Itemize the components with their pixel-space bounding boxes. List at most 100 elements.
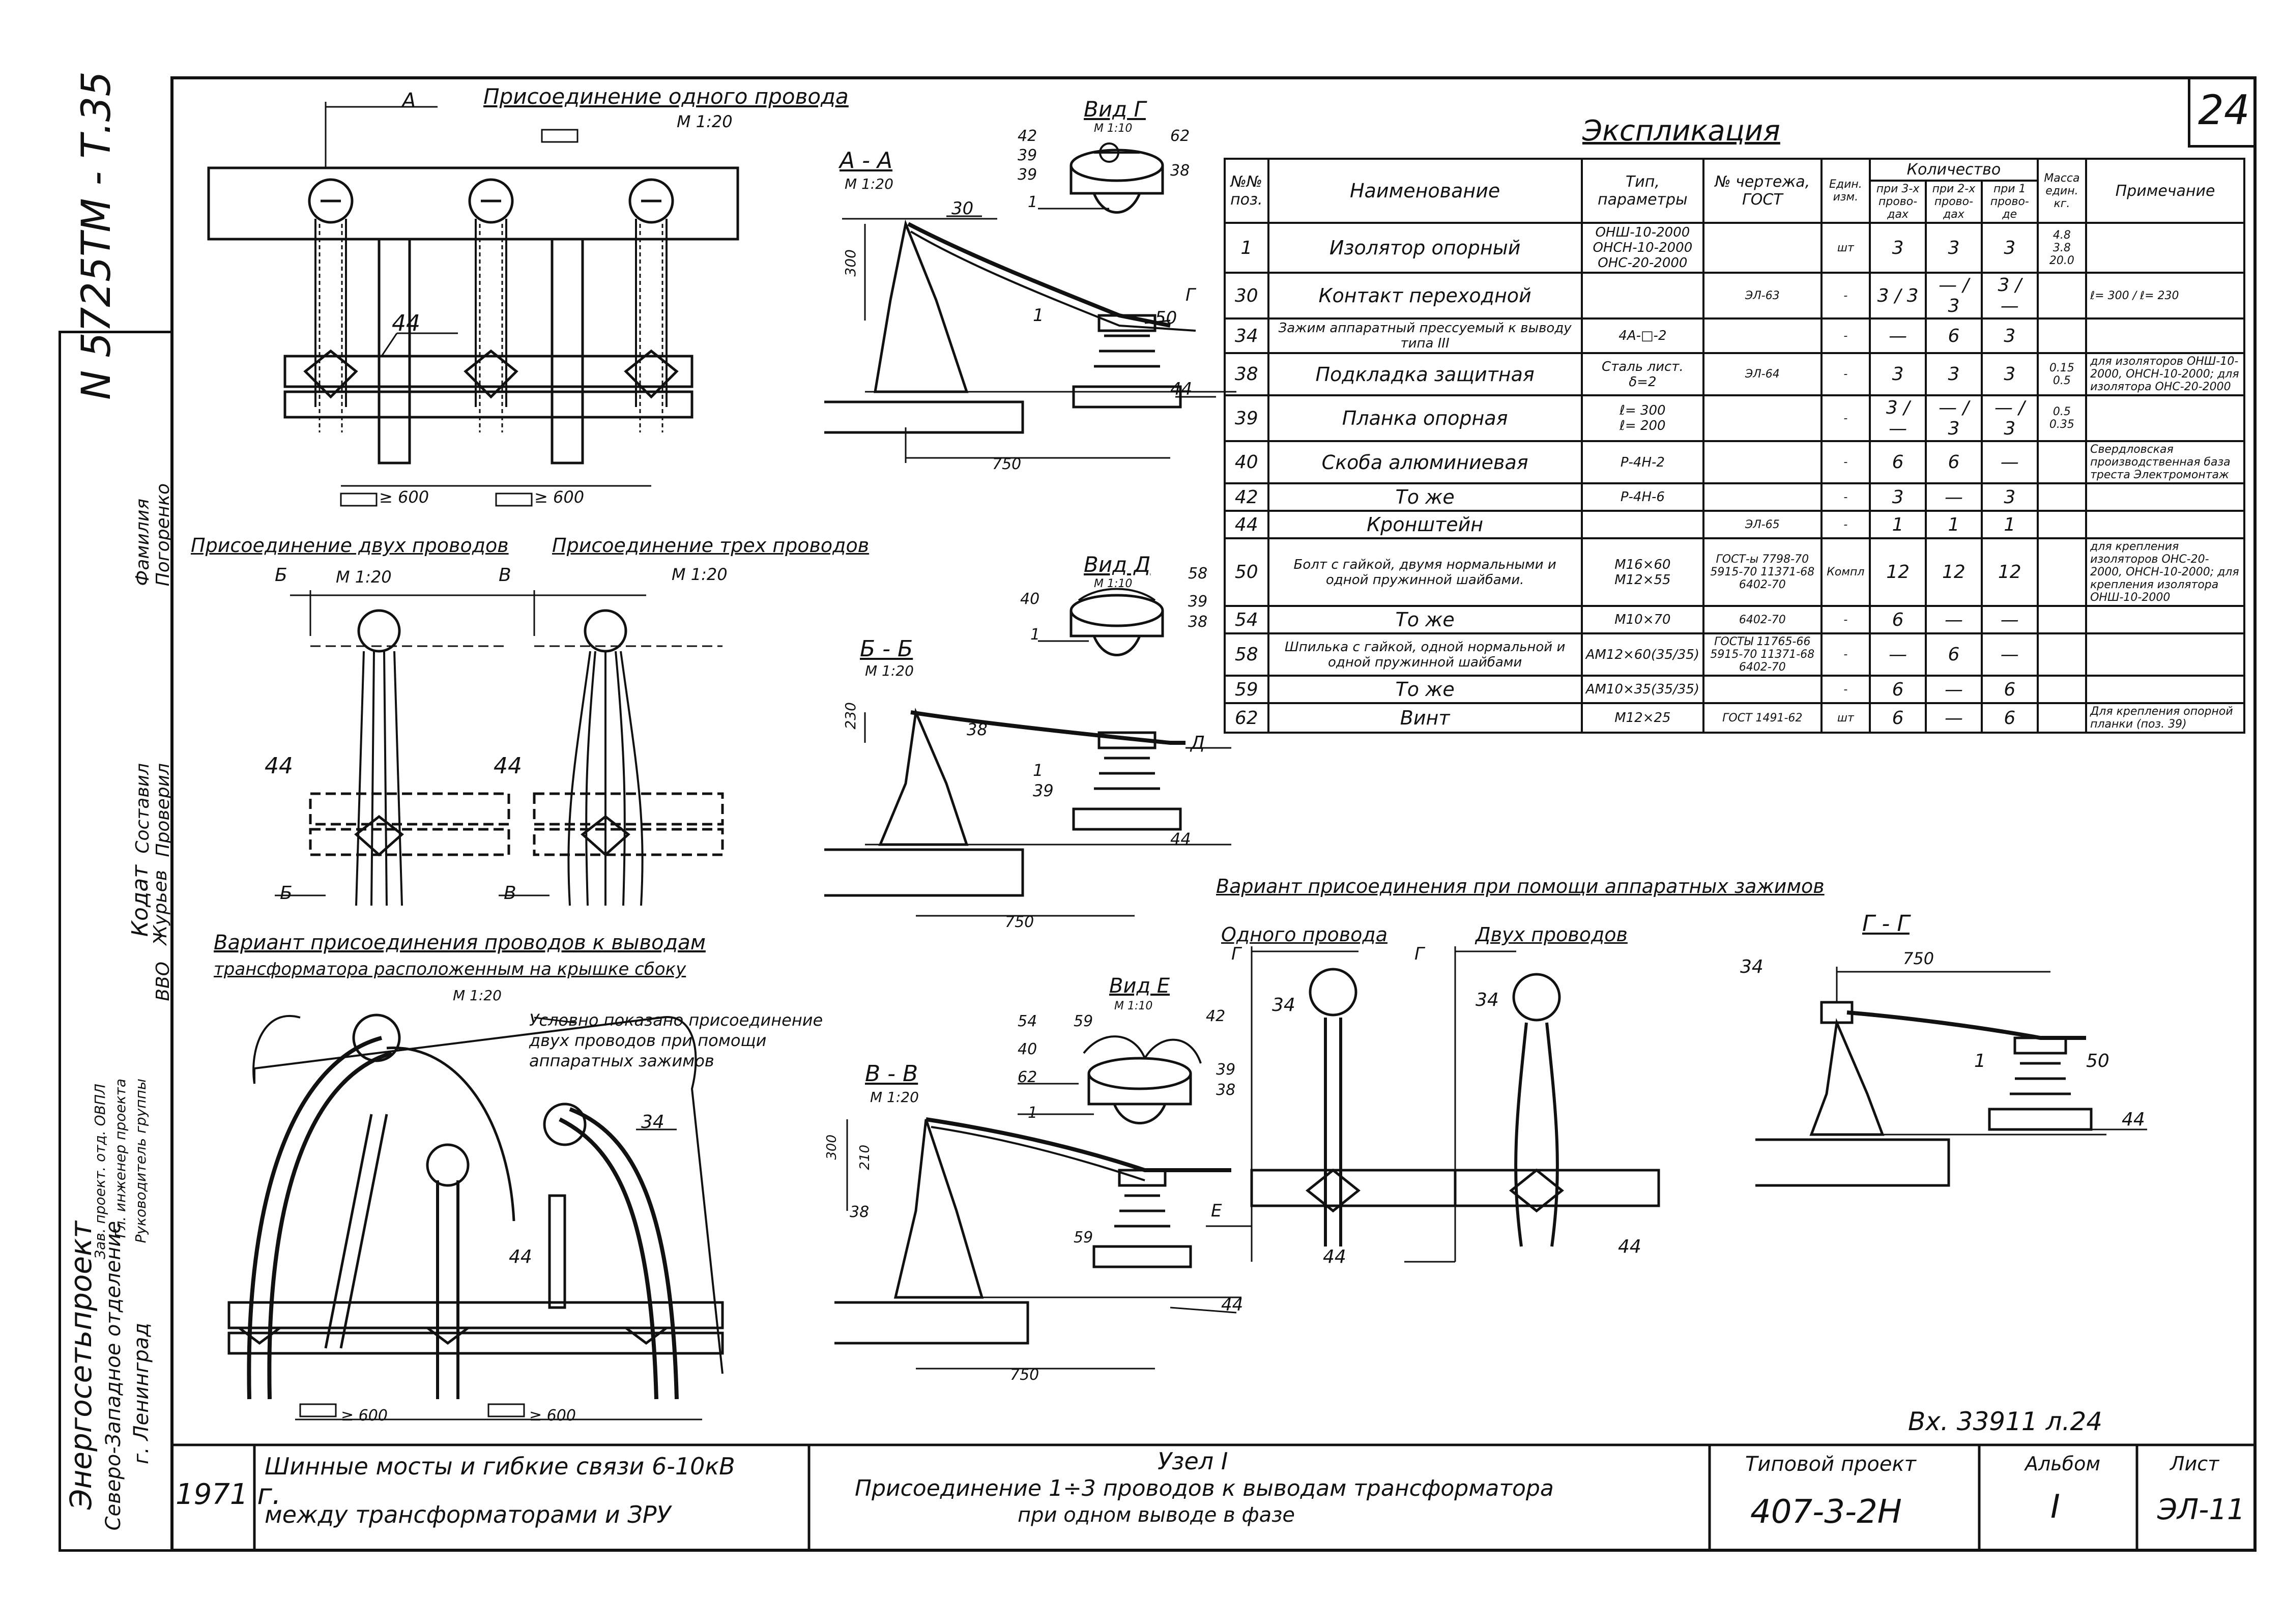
cell-drawing: ЭЛ-64 — [1702, 352, 1823, 396]
view-g-callout-39a: 39 — [1018, 147, 1037, 164]
section-vv-dim-750: 750 — [1010, 1366, 1039, 1384]
section-vv-dim-300: 300 — [824, 1135, 840, 1160]
cell-pos: 1 — [1224, 222, 1269, 274]
th-qty-2: при 2-х прово-дах — [1925, 180, 1983, 224]
cell-q1: 3 — [1980, 317, 2039, 354]
view-d-callout-38: 38 — [1188, 613, 1208, 631]
cell-q1: 3 — [1980, 482, 2039, 512]
typical-project: 407-3-2Н — [1750, 1493, 1902, 1531]
cell-type — [1580, 510, 1705, 539]
cell-q2: — — [1925, 702, 1983, 734]
cell-note: для изоляторов ОНШ-10-2000, ОНСН-10-2000… — [2085, 352, 2245, 396]
cell-mass — [2036, 605, 2088, 634]
view-e-callout-1: 1 — [1028, 1104, 1038, 1122]
cell-q1: 12 — [1980, 537, 2039, 607]
cell-note: ℓ= 300 / ℓ= 230 — [2085, 272, 2245, 320]
cell-type: Р-4Н-6 — [1580, 482, 1705, 512]
cell-drawing: ГОСТЫ 11765-66 5915-70 11371-68 6402-70 — [1702, 632, 1823, 677]
view-d-callout-58: 58 — [1188, 565, 1208, 583]
cell-unit: - — [1820, 440, 1871, 484]
cell-mass — [2036, 272, 2088, 320]
cell-pos: 38 — [1224, 352, 1269, 396]
left-strip — [59, 331, 173, 1552]
side-variant-title: Вариант присоединения проводов к выводам — [214, 931, 706, 954]
cell-type: АМ10×35(35/35) — [1580, 675, 1705, 704]
cell-q1: — — [1980, 440, 2039, 484]
cell-mass-line: 3.8 — [2052, 241, 2071, 254]
side-variant-subtitle: трансформатора расположенным на крышке с… — [214, 959, 686, 979]
th-qty-1: при 1 прово-де — [1980, 180, 2039, 224]
cell-unit: - — [1820, 394, 1871, 442]
cell-type-line: ℓ= 300 — [1620, 403, 1666, 418]
one-wire-title: Присоединение одного провода — [483, 84, 849, 109]
one-wire-callout: 44 — [392, 310, 420, 336]
cell-drawing: ГОСТ-ы 7798-70 5915-70 11371-68 6402-70 — [1702, 537, 1823, 607]
cell-type-line: ОНСН-10-2000 — [1593, 240, 1693, 255]
cell-q1: 6 — [1980, 702, 2039, 734]
cell-mass-line: 0.15 — [2049, 361, 2074, 374]
cell-pos: 58 — [1224, 632, 1269, 677]
cell-unit: - — [1820, 675, 1871, 704]
cell-unit: - — [1820, 482, 1871, 512]
section-aa-mark: Г — [1186, 285, 1195, 305]
two-wires-mark-top: Б — [275, 565, 287, 586]
project-name-1: Шинные мосты и гибкие связи 6-10кВ — [265, 1453, 735, 1480]
clamp-one-wire: Одного провода — [1221, 923, 1387, 946]
section-bb-mark: Д — [1191, 733, 1205, 753]
view-e-title: Вид Е — [1109, 974, 1170, 998]
view-e-drawing — [1018, 1035, 1202, 1124]
sheet-number-box — [2188, 76, 2257, 148]
cell-name: То же — [1267, 605, 1583, 634]
album: I — [2050, 1488, 2060, 1526]
view-g-drawing — [1038, 142, 1164, 214]
cell-mass — [2036, 317, 2088, 354]
section-aa-dim-300: 300 — [842, 249, 859, 277]
cell-type-line: М12×25 — [1614, 710, 1671, 726]
clamp-variant-title: Вариант присоединения при помощи аппарат… — [1216, 875, 1825, 897]
one-wire-mark: А — [402, 89, 416, 112]
cell-pos: 34 — [1224, 317, 1269, 354]
section-aa-title: А - А — [840, 148, 893, 173]
cell-mass-line: 0.35 — [2049, 418, 2074, 431]
clamp-mark-3: Е — [1211, 1201, 1222, 1221]
clamp-variant-drawing — [1206, 946, 1660, 1263]
cell-type: М10×70 — [1580, 605, 1705, 634]
section-vv-callout-59: 59 — [1074, 1229, 1093, 1246]
cell-unit: - — [1820, 352, 1871, 396]
cell-mass-line: 4.8 — [2052, 228, 2071, 242]
cell-type-line: δ=2 — [1629, 374, 1657, 390]
section-gg-callout-1: 1 — [1974, 1051, 1986, 1071]
section-vv-callout-38: 38 — [850, 1203, 870, 1221]
clamp-mark-2: Г — [1414, 944, 1424, 964]
cell-pos: 39 — [1224, 394, 1269, 442]
cell-unit: - — [1820, 510, 1871, 539]
th-pos: №№ поз. — [1224, 158, 1269, 224]
side-variant-note: Условно показано присоединение двух пров… — [529, 1010, 823, 1070]
view-d-callout-40: 40 — [1020, 590, 1040, 608]
cell-drawing: ЭЛ-65 — [1702, 510, 1823, 539]
cell-q1: 6 — [1980, 675, 2039, 704]
cell-q1: — — [1980, 605, 2039, 634]
cell-type-line: М10×70 — [1614, 612, 1671, 627]
cell-type: Сталь лист.δ=2 — [1580, 352, 1705, 396]
cell-unit: шт — [1820, 222, 1871, 274]
cell-name: Шпилька с гайкой, одной нормальной и одн… — [1267, 632, 1583, 677]
section-gg-callout-50: 50 — [2086, 1051, 2109, 1071]
section-bb-callout-1: 1 — [1033, 761, 1044, 780]
drawing-title-2: при одном выводе в фазе — [1018, 1503, 1295, 1527]
cell-type-line: Р-4Н-2 — [1620, 454, 1665, 470]
th-drawing: № чертежа, ГОСТ — [1702, 158, 1823, 224]
cell-unit: - — [1820, 317, 1871, 354]
cell-q3: 3 — [1869, 352, 1927, 396]
